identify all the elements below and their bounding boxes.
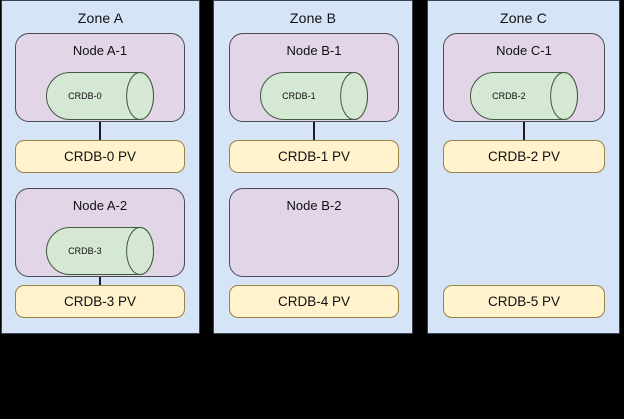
pod-to-pv-connector bbox=[99, 122, 101, 141]
crdb-pod[interactable]: CRDB-2 bbox=[470, 72, 578, 120]
cylinder-icon bbox=[470, 72, 578, 120]
persistent-volume-label: CRDB-4 PV bbox=[277, 294, 350, 309]
cylinder-icon bbox=[46, 72, 154, 120]
pod-to-pv-connector bbox=[313, 122, 315, 141]
persistent-volume-box[interactable]: CRDB-4 PV bbox=[229, 285, 399, 318]
node-label: Node C-1 bbox=[496, 43, 552, 58]
cylinder-icon bbox=[260, 72, 368, 120]
zone-title: Zone C bbox=[499, 10, 548, 26]
crdb-pod[interactable]: CRDB-0 bbox=[46, 72, 154, 120]
persistent-volume-box[interactable]: CRDB-2 PV bbox=[443, 140, 605, 173]
persistent-volume-label: CRDB-2 PV bbox=[487, 149, 560, 164]
zone-title: Zone A bbox=[77, 10, 124, 26]
pod-to-pv-connector bbox=[523, 122, 525, 141]
persistent-volume-box[interactable]: CRDB-1 PV bbox=[229, 140, 399, 173]
persistent-volume-label: CRDB-3 PV bbox=[63, 294, 136, 309]
persistent-volume-label: CRDB-1 PV bbox=[277, 149, 350, 164]
crdb-pod[interactable]: CRDB-1 bbox=[260, 72, 368, 120]
zone-title: Zone B bbox=[289, 10, 337, 26]
node-label: Node B-2 bbox=[286, 198, 342, 213]
persistent-volume-label: CRDB-5 PV bbox=[487, 294, 560, 309]
crdb-pod[interactable]: CRDB-3 bbox=[46, 227, 154, 275]
node-label: Node A-2 bbox=[72, 198, 128, 213]
persistent-volume-label: CRDB-0 PV bbox=[63, 149, 136, 164]
node-label: Node A-1 bbox=[72, 43, 128, 58]
node-label: Node B-1 bbox=[286, 43, 342, 58]
persistent-volume-box[interactable]: CRDB-0 PV bbox=[15, 140, 185, 173]
persistent-volume-box[interactable]: CRDB-5 PV bbox=[443, 285, 605, 318]
persistent-volume-box[interactable]: CRDB-3 PV bbox=[15, 285, 185, 318]
node-box[interactable]: Node B-2 bbox=[229, 188, 399, 277]
cylinder-icon bbox=[46, 227, 154, 275]
